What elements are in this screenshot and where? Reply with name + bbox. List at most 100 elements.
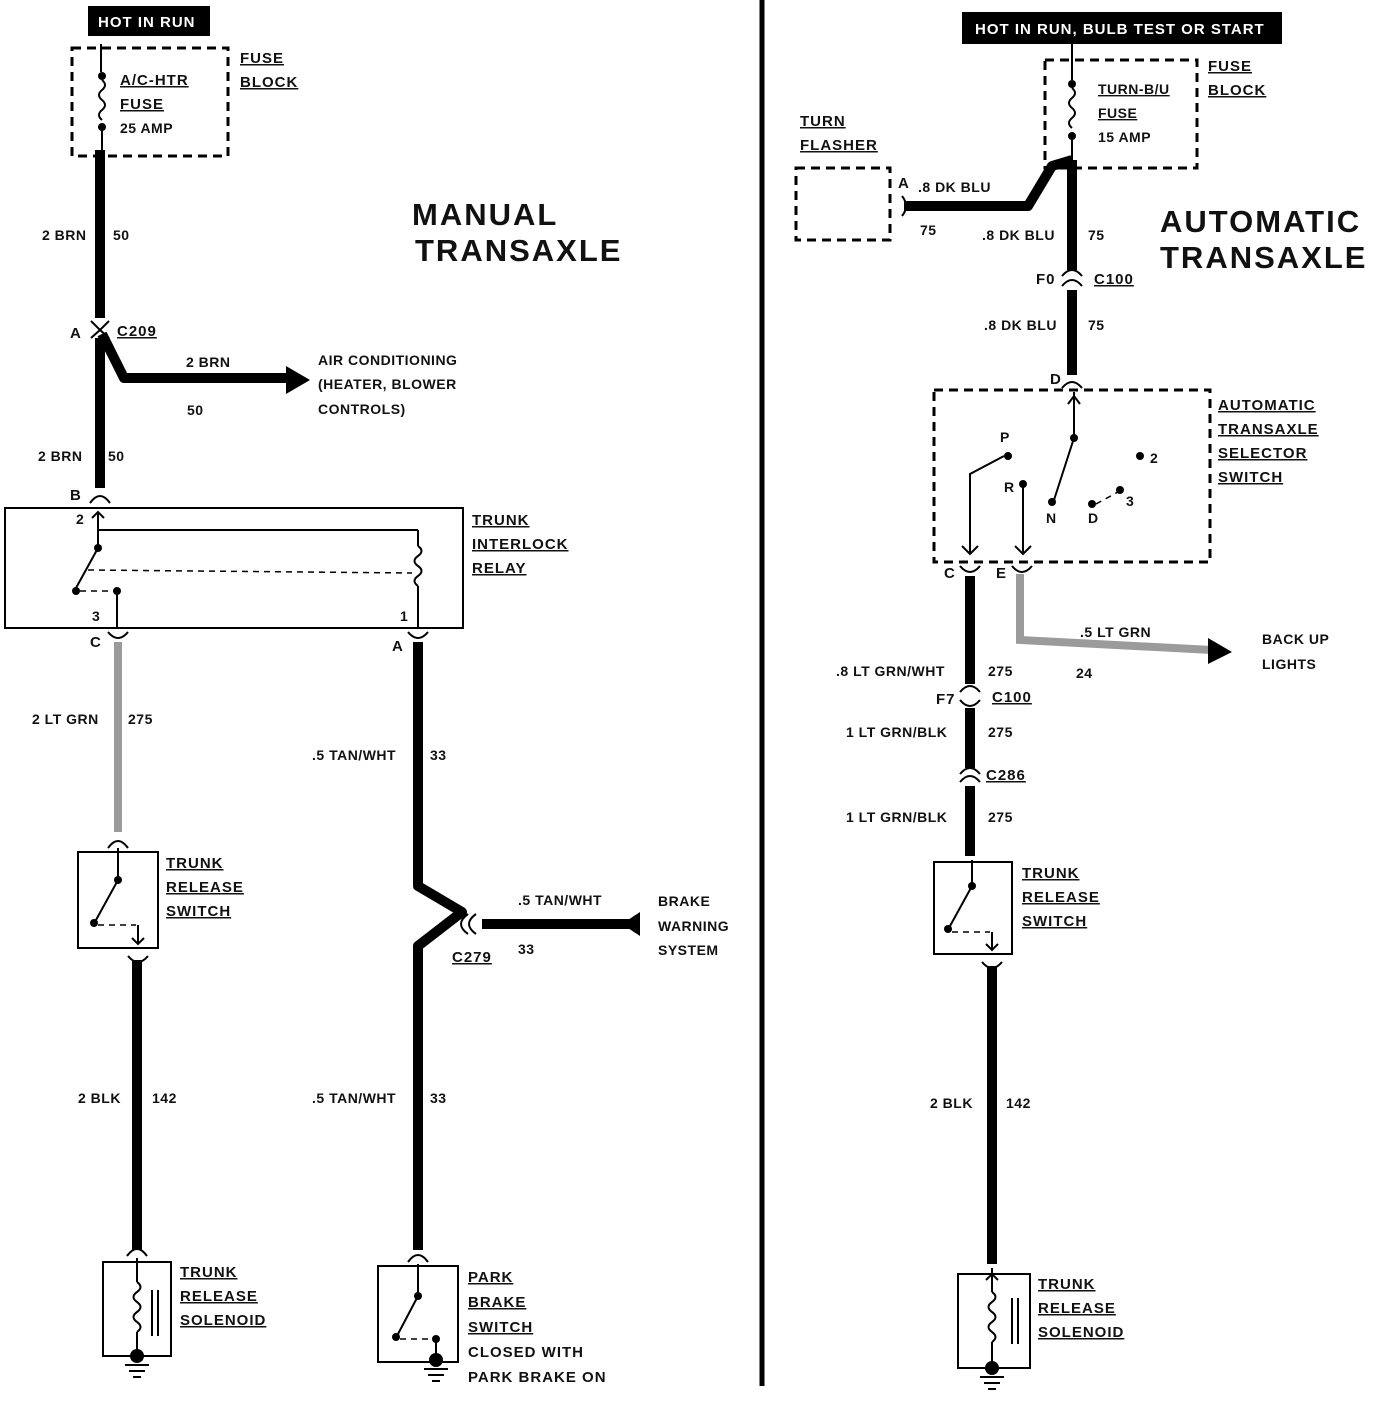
relay-label-1: TRUNK [472,512,530,529]
fuse-block-label-2: BLOCK [240,74,298,91]
switch-label-2: RELEASE [166,879,244,896]
solenoid-label-1: TRUNK [180,1264,238,1281]
selector-label-2: TRANSAXLE [1218,421,1319,438]
conn-e: E [996,565,1007,582]
turn-flasher-box [794,166,892,242]
ac-label-3: CONTROLS) [318,401,406,417]
backup-wire-circuit: 24 [1076,665,1093,681]
auto-header-text: HOT IN RUN, BULB TEST OR START [975,21,1265,38]
backup-wire-label: .5 LT GRN [1080,624,1151,640]
conn-c100b-label: C100 [992,689,1032,706]
brake-wire-label: .5 TAN/WHT [518,892,602,908]
relay-contact-arm [75,547,99,589]
wire-2brn-upper-label: 2 BRN [42,227,87,243]
brake-label-2: WARNING [658,918,729,934]
conn-c286-label: C286 [986,767,1026,784]
relay-coil-icon [413,545,423,587]
fuse-word: FUSE [120,96,164,113]
relay-label-3: RELAY [472,560,526,577]
auto-solenoid-label-1: TRUNK [1038,1276,1096,1293]
wire-backup-ltgrn [1016,574,1213,654]
manual-title-line2: TRANSAXLE [415,233,622,268]
conn-c: C [944,565,956,582]
flasher-label-1: TURN [800,113,846,130]
ground-icon [980,1376,1004,1390]
relay-conn-a: A [392,638,404,655]
conn-c209-label: C209 [117,323,157,340]
park-label-2: BRAKE [468,1294,526,1311]
wire-dkblu-upper-circuit: 75 [1088,227,1105,243]
pos-3: 3 [1126,493,1134,509]
wire-tan-upper-label: .5 TAN/WHT [312,747,396,763]
hot-in-run-bulb-test-header [962,12,1282,44]
relay-pin-2: 2 [76,511,84,527]
flasher-pin-a: A [898,175,910,192]
connector-c100-icon [1061,269,1083,277]
connector-c-icon [959,565,981,573]
wire-dkblu-lower-circuit: 75 [1088,317,1105,333]
connector-d-icon [1061,381,1083,389]
selector-switch-box [932,388,1212,564]
wire-2ltgrn-circuit: 275 [128,711,153,727]
wire-2brn-lower-circuit: 50 [108,448,125,464]
park-label-3: SWITCH [468,1319,533,1336]
backup-label-2: LIGHTS [1262,656,1316,672]
auto-wire-2blk-circuit: 142 [1006,1095,1031,1111]
auto-switch-label-3: SWITCH [1022,913,1087,930]
fuse-rating: 25 AMP [120,120,173,136]
pos-2: 2 [1150,450,1158,466]
ground-icon [424,1368,448,1382]
selector-label-3: SELECTOR [1218,445,1307,462]
fuse-name: A/C-HTR [120,72,189,89]
ground-icon [125,1364,149,1378]
auto-wire-2blk-label: 2 BLK [930,1095,973,1111]
fuse-block-outline [70,46,230,158]
selector-pos-n-dot [1048,498,1056,506]
auto-solenoid-coil-icon [987,1291,997,1343]
fuse-block-label-1: FUSE [240,50,284,67]
pos-r: R [1004,479,1015,495]
switch-label-1: TRUNK [166,855,224,872]
wire-tan-lower-circuit: 33 [430,1090,447,1106]
conn-c100-label: C100 [1094,271,1134,288]
solenoid-coil-icon [132,1281,142,1333]
flasher-wire-label: .8 DK BLU [918,179,991,195]
auto-fuse-element-icon [1068,87,1076,129]
brake-wire-circuit: 33 [518,941,535,957]
manual-transaxle-panel: HOT IN RUN MANUAL TRANSAXLE A/C-HTR FUSE… [4,6,729,1386]
connector-a-icon [407,631,429,639]
connector-c286-icon [959,767,981,775]
brake-label-3: SYSTEM [658,942,719,958]
wire-ltgrnblk-b-circuit: 275 [988,809,1013,825]
backup-label-1: BACK UP [1262,631,1329,647]
fuse-element-icon [98,79,106,121]
solenoid-label-3: SOLENOID [180,1312,266,1329]
auto-title-line2: TRANSAXLE [1160,240,1367,275]
flasher-label-2: FLASHER [800,137,878,154]
conn-f0: F0 [1036,271,1056,288]
trunk-interlock-relay-box [4,507,464,629]
ac-label-1: AIR CONDITIONING [318,352,457,368]
branch-wire-label: 2 BRN [186,354,231,370]
selector-label-1: AUTOMATIC [1218,397,1316,414]
wire-dkblu-lower-label: .8 DK BLU [984,317,1057,333]
hot-in-run-header [88,6,210,36]
auto-title-line1: AUTOMATIC [1160,204,1361,239]
pos-n: N [1046,510,1057,526]
arrow-right-icon [1208,638,1232,664]
relay-pin-3: 3 [92,608,100,624]
wire-ltgrnwht-label: .8 LT GRN/WHT [836,663,945,679]
switch-blade [95,879,119,921]
wire-2blk-circuit: 142 [152,1090,177,1106]
wire-ltgrnblk-a-circuit: 275 [988,724,1013,740]
wire-branch-ac [97,331,290,383]
relay-label-2: INTERLOCK [472,536,569,553]
wire-tan-lower-label: .5 TAN/WHT [312,1090,396,1106]
connector-c100b-icon [959,685,981,693]
selector-arm [1053,437,1075,501]
pos-d: D [1088,510,1099,526]
auto-solenoid-label-2: RELEASE [1038,1300,1116,1317]
arrow-right-icon [286,366,310,394]
connector-b-icon [89,495,111,504]
